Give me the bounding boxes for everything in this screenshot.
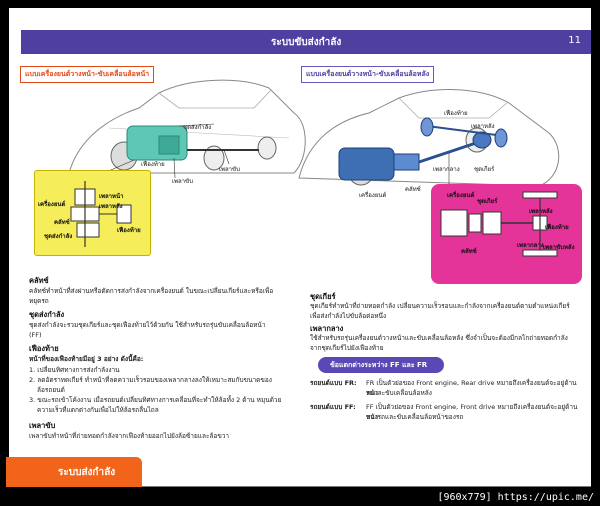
differential-heading: เฟืองท้าย <box>29 344 59 353</box>
fr-label-clutch: คลัทช์ <box>405 186 421 193</box>
document-page: ระบบขับส่งกำลัง 11 แบบเครื่องยนต์วางหน้า… <box>9 8 591 486</box>
ff-label-drive-shaft: เพลาขับ <box>219 166 240 173</box>
fr-box-differential: เฟืองท้าย <box>545 224 569 231</box>
fr-label-differential: เฟืองท้าย <box>444 110 468 117</box>
ff-schematic-box: เครื่องยนต์ คลัทช์ ชุดส่งกำลัง เพลาหน้า … <box>34 170 151 256</box>
differential-list: 1. เปลี่ยนทิศทางการส่งกำลังงาน 2. ลดอัตร… <box>29 366 282 414</box>
gear-paragraph: ชุดเกียร์ทำหน้าที่ถ่ายทอดกำลัง เปลี่ยนคว… <box>310 302 570 320</box>
fr-label-engine: เครื่องยนต์ <box>359 192 387 199</box>
ff-car-diagram <box>68 79 560 187</box>
footer-tab: ระบบส่งกำลัง <box>6 457 142 487</box>
transmission-paragraph: ชุดส่งกำลังจะรวมชุดเกียร์และชุดเฟืองท้าย… <box>29 321 266 339</box>
fr-label-rear-axle: เพลาหลัง <box>471 123 495 130</box>
ff-label-transmission: ชุดส่งกำลัง <box>183 124 212 131</box>
fr-label-transmission: ชุดเกียร์ <box>474 166 495 173</box>
fr-schematic-box: เครื่องยนต์ ชุดเกียร์ เพลาหลัง เฟืองท้าย… <box>431 184 582 284</box>
propeller-paragraph: ใช้สำหรับรถรุ่นเครื่องยนต์วางหน้าและขับเ… <box>310 334 568 352</box>
ff-schematic <box>70 181 132 247</box>
fr-box-propeller: เพลากลาง <box>517 242 544 249</box>
fr-term: รถยนต์แบบ FR: <box>310 379 357 387</box>
watermark-text: [960x779] https://upic.me/ <box>437 492 594 503</box>
clutch-heading: คลัทช์ <box>29 276 49 285</box>
ff-box-front-axle: เพลาหน้า <box>99 193 124 200</box>
fr-box-clutch: คลัทช์ <box>461 248 477 255</box>
fr-box-transmission: ชุดเกียร์ <box>477 198 498 205</box>
ff-box-clutch: คลัทช์ <box>54 219 70 226</box>
ff-label-drive-shaft-2: เพลาขับ <box>172 178 193 185</box>
propeller-heading: เพลากลาง <box>310 324 344 333</box>
drive-shaft-heading: เพลาขับ <box>29 421 56 430</box>
ff-box-differential: เฟืองท้าย <box>117 227 141 234</box>
gear-heading: ชุดเกียร์ <box>310 292 336 301</box>
ff-fr-compare-heading: ข้อแตกต่างระหว่าง FF และ FR <box>318 357 444 373</box>
header-bar: ระบบขับส่งกำลัง 11 <box>21 30 591 54</box>
differential-intro: หน้าที่ของเฟืองท้ายมีอยู่ 3 อย่าง ดังนี้… <box>29 355 144 363</box>
ff-box-engine: เครื่องยนต์ <box>38 201 66 208</box>
transmission-heading: ชุดส่งกำลัง <box>29 310 65 319</box>
fr-schematic <box>440 191 558 257</box>
ff-box-rear-axle: เพลาหลัง <box>99 203 123 210</box>
ff-box-transmission: ชุดส่งกำลัง <box>44 233 73 240</box>
ff-label-differential: เฟืองท้าย <box>141 161 165 168</box>
clutch-paragraph: คลัทช์ทำหน้าที่ส่งผ่านหรือตัดการส่งกำลัง… <box>29 287 274 305</box>
fr-box-engine: เครื่องยนต์ <box>447 192 475 199</box>
fr-box-drive-shaft: เพลาขับหลัง <box>543 244 575 251</box>
page-title: ระบบขับส่งกำลัง <box>271 37 342 48</box>
drive-shaft-paragraph: เพลาขับทำหน้าที่ถ่ายทอดกำลังจากเฟืองท้าย… <box>29 432 230 440</box>
fr-caption: แบบเครื่องยนต์วางหน้า-ขับเคลื่อนล้อหลัง <box>301 66 435 83</box>
fr-label-propeller: เพลากลาง <box>433 166 460 173</box>
ff-caption: แบบเครื่องยนต์วางหน้า-ขับเคลื่อนล้อหน้า <box>20 66 155 83</box>
footer-divider <box>142 486 591 487</box>
ff-term: รถยนต์แบบ FF: <box>310 403 356 411</box>
fr-box-rear-axle: เพลาหลัง <box>529 208 553 215</box>
page-number: 11 <box>568 35 581 46</box>
footer-label: ระบบส่งกำลัง <box>58 467 116 478</box>
